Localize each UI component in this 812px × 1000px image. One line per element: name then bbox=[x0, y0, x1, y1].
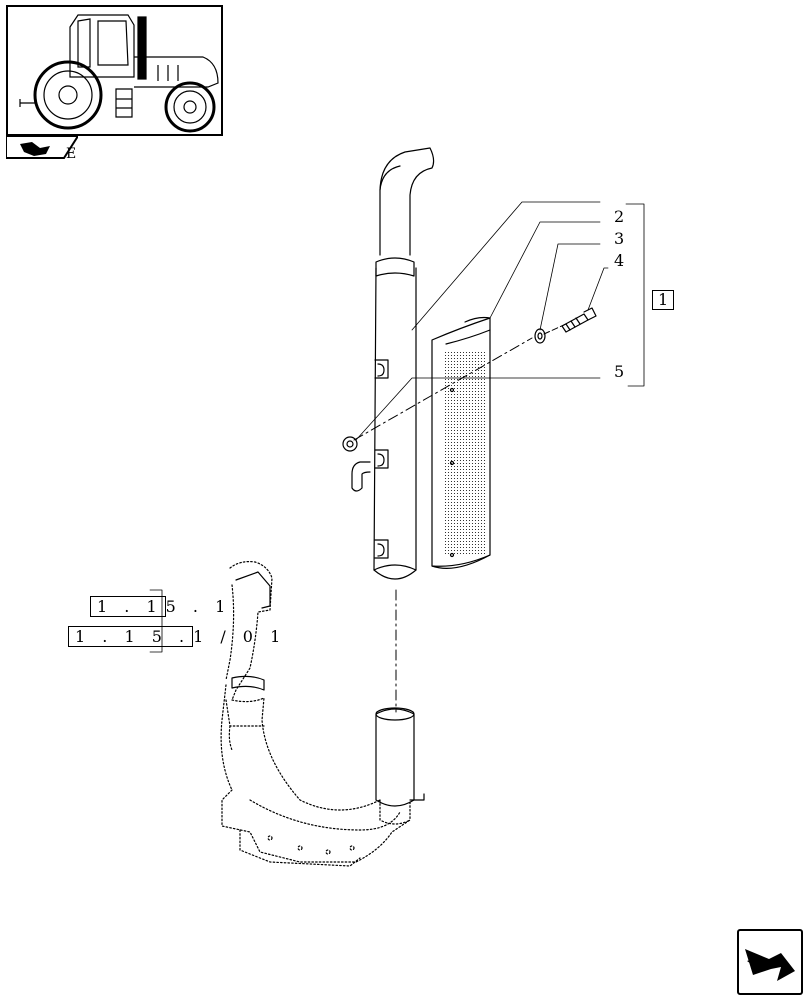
bolt bbox=[561, 307, 597, 333]
reference-b-boxed: 1 . 1 5 . bbox=[68, 626, 194, 647]
leader-lines bbox=[149, 201, 645, 653]
exhaust-manifold bbox=[220, 561, 411, 863]
exhaust-pipe bbox=[373, 147, 435, 580]
tractor-icon bbox=[19, 14, 219, 133]
reference-a-rest: 5 . 1 bbox=[165, 597, 232, 616]
next-page-arrow-icon bbox=[745, 949, 795, 981]
assembly-lines bbox=[353, 323, 567, 713]
next-page-button[interactable] bbox=[737, 929, 803, 995]
reference-b-rest: 1 / 0 1 bbox=[193, 627, 287, 646]
callout-4: 4 bbox=[614, 251, 625, 270]
section-letter: E bbox=[66, 146, 77, 162]
washer bbox=[534, 328, 546, 344]
reference-link-b[interactable]: 1 . 1 5 .1 / 0 1 bbox=[68, 626, 286, 647]
lower-pipe-stub bbox=[375, 707, 425, 807]
mounting-bracket bbox=[239, 829, 361, 867]
section-tab[interactable] bbox=[5, 134, 80, 160]
callout-2: 2 bbox=[614, 207, 625, 226]
manifold-clamp bbox=[231, 571, 271, 691]
callout-3: 3 bbox=[614, 229, 625, 248]
reference-a-boxed: 1 . 1 bbox=[90, 596, 166, 617]
tractor-section-icon bbox=[5, 135, 80, 159]
nut bbox=[342, 436, 358, 452]
callout-5: 5 bbox=[614, 362, 625, 381]
u-clamp bbox=[351, 461, 371, 492]
callout-1: 1 bbox=[652, 290, 675, 310]
tractor-thumbnail bbox=[6, 5, 223, 136]
